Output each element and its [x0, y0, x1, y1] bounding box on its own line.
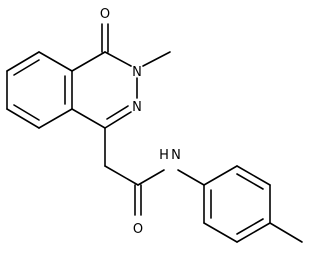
- benzo-ring: [6, 51, 73, 129]
- atom-labels: O N N H N O: [100, 7, 181, 237]
- bond-c7-c8: [6, 108, 40, 129]
- bond-c4a-c4: [71, 51, 106, 72]
- atom-label-n-methyl: N: [132, 65, 142, 80]
- bond-ar1-ar2: [203, 165, 238, 186]
- bond-inner-c5-c6: [13, 59, 40, 76]
- bond-n3-methyl: [142, 51, 171, 67]
- bond-inner-ar2-ar3: [236, 173, 264, 190]
- atom-label-n-amide: N: [171, 148, 181, 163]
- bond-inner-c7-c8: [13, 104, 40, 121]
- tolyl-ring: [203, 165, 303, 243]
- atom-label-o-top: O: [100, 7, 110, 22]
- bond-ar4-ar5: [236, 222, 271, 243]
- bond-inner-ar4-ar5: [236, 218, 264, 235]
- bond-n2-c1: [104, 111, 132, 129]
- bond-c4-n3: [104, 51, 132, 67]
- bond-c4a-c5: [38, 51, 73, 72]
- bond-c8-c8a: [38, 108, 73, 129]
- bond-n-aryl: [177, 169, 205, 186]
- bond-ar2-ar3: [236, 165, 271, 186]
- bond-ch2-camide: [104, 165, 139, 186]
- bond-c5-c6: [6, 51, 40, 72]
- bond-ar4-methyl: [269, 222, 303, 243]
- bond-ar5-ar6: [203, 222, 238, 243]
- substituent-bonds: [101, 23, 205, 216]
- atom-label-h-amide: H: [159, 148, 169, 163]
- bond-n2-c1-inner: [106, 105, 129, 120]
- bond-c1-c8a: [71, 108, 106, 129]
- pyridazinone-ring: [71, 51, 138, 129]
- atom-label-o-amide: O: [133, 222, 143, 237]
- bond-camide-n: [137, 169, 165, 186]
- atom-label-n-ring: N: [132, 100, 142, 115]
